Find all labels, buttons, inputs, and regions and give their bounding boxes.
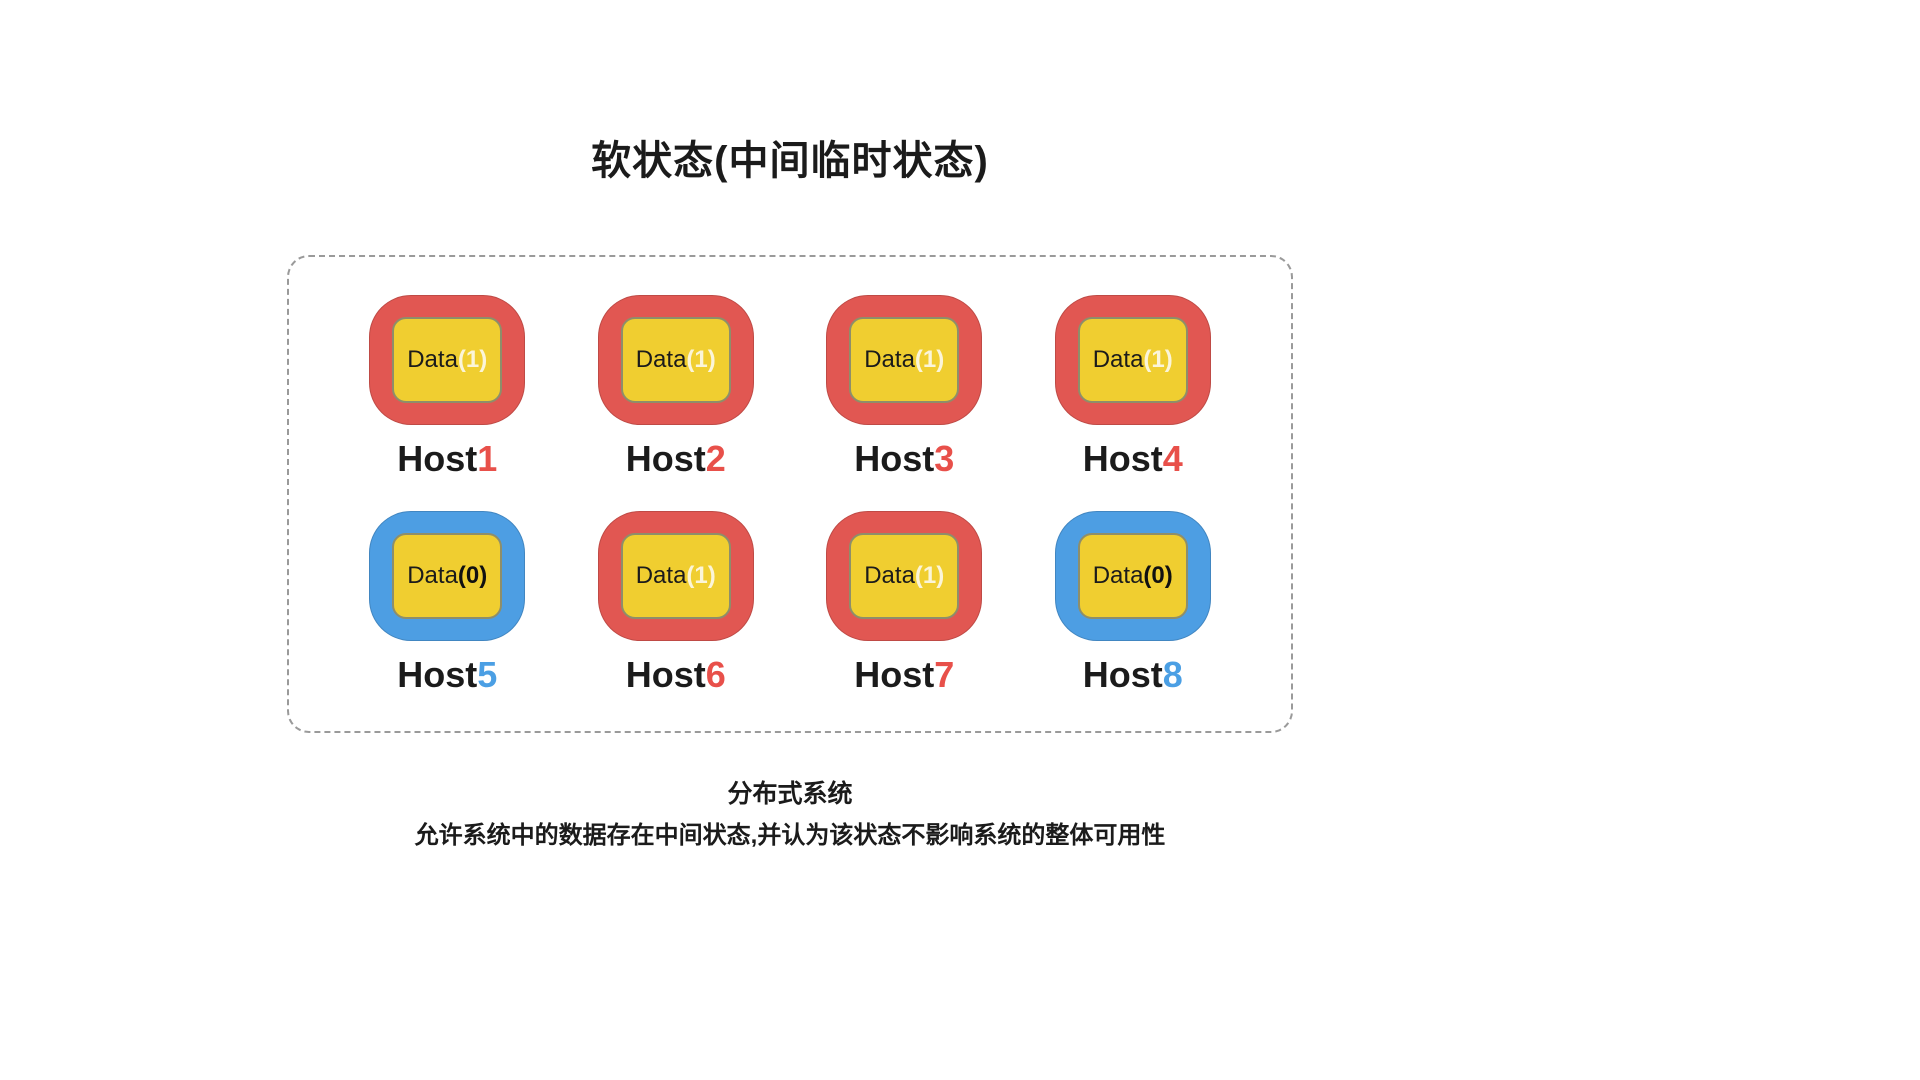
host-label: Host6 — [625, 653, 726, 695]
data-box: Data(0) — [392, 532, 503, 619]
data-value: (1) — [686, 346, 716, 373]
host-name: Host — [854, 438, 935, 479]
host-card-4: Data(1) Host4 — [1054, 295, 1211, 479]
page-title: 软状态(中间临时状态) — [591, 139, 989, 183]
host-card-8: Data(0) Host8 — [1054, 510, 1211, 695]
host-number: 2 — [705, 438, 726, 479]
data-box: Data(1) — [1077, 317, 1188, 403]
host-name: Host — [397, 653, 478, 695]
data-box: Data(0) — [1077, 532, 1188, 619]
hosts-grid: Data(1) Host1 Data(1) Host2 Data(1) Host… — [289, 257, 1291, 731]
host-node-shape: Data(0) — [1054, 510, 1211, 641]
data-label: Data — [635, 346, 687, 373]
data-value: (0) — [457, 561, 488, 589]
host-label: Host3 — [854, 439, 954, 479]
host-number: 4 — [1162, 438, 1183, 479]
host-name: Host — [1082, 438, 1163, 479]
data-value: (1) — [914, 346, 945, 373]
host-node-shape: Data(1) — [826, 295, 983, 425]
caption-system-label: 分布式系统 — [727, 780, 853, 808]
host-card-1: Data(1) Host1 — [369, 295, 526, 479]
data-box: Data(1) — [620, 317, 731, 403]
caption-description: 允许系统中的数据存在中间状态,并认为该状态不影响系统的整体可用性 — [414, 822, 1166, 849]
data-label: Data — [407, 346, 458, 373]
data-value: (1) — [1143, 346, 1173, 373]
data-value: (1) — [914, 561, 945, 589]
host-card-5: Data(0) Host5 — [369, 510, 526, 695]
data-value: (1) — [457, 346, 488, 373]
host-node-shape: Data(0) — [369, 510, 526, 641]
data-box: Data(1) — [849, 317, 960, 403]
host-number: 8 — [1162, 653, 1183, 695]
host-label: Host1 — [397, 439, 497, 479]
host-node-shape: Data(1) — [826, 510, 983, 641]
host-name: Host — [854, 653, 935, 695]
data-label: Data — [635, 561, 687, 589]
host-name: Host — [1082, 653, 1163, 695]
host-label: Host2 — [626, 439, 726, 479]
host-label: Host7 — [854, 653, 955, 695]
host-label: Host8 — [1082, 653, 1183, 695]
host-name: Host — [625, 438, 706, 479]
host-card-6: Data(1) Host6 — [597, 510, 754, 695]
host-number: 7 — [934, 653, 955, 695]
host-number: 3 — [934, 438, 955, 479]
host-card-3: Data(1) Host3 — [826, 295, 983, 479]
host-name: Host — [397, 438, 478, 479]
host-label: Host5 — [397, 653, 498, 695]
data-value: (1) — [686, 561, 716, 589]
host-number: 6 — [705, 653, 726, 695]
host-label: Host4 — [1083, 439, 1183, 479]
data-box: Data(1) — [392, 317, 503, 403]
host-card-2: Data(1) Host2 — [597, 295, 754, 479]
data-box: Data(1) — [849, 532, 960, 619]
distributed-system-boundary: Data(1) Host1 Data(1) Host2 Data(1) Host… — [287, 255, 1293, 733]
host-node-shape: Data(1) — [1054, 295, 1211, 425]
data-label: Data — [1092, 561, 1144, 589]
host-number: 1 — [477, 438, 498, 479]
host-node-shape: Data(1) — [369, 295, 526, 425]
host-name: Host — [625, 653, 706, 695]
data-value: (0) — [1143, 561, 1173, 589]
host-node-shape: Data(1) — [597, 510, 754, 641]
host-card-7: Data(1) Host7 — [826, 510, 983, 695]
data-box: Data(1) — [620, 532, 731, 619]
host-number: 5 — [477, 653, 498, 695]
host-node-shape: Data(1) — [597, 295, 754, 425]
data-label: Data — [864, 346, 915, 373]
data-label: Data — [407, 561, 458, 589]
data-label: Data — [864, 561, 915, 589]
data-label: Data — [1092, 346, 1144, 373]
